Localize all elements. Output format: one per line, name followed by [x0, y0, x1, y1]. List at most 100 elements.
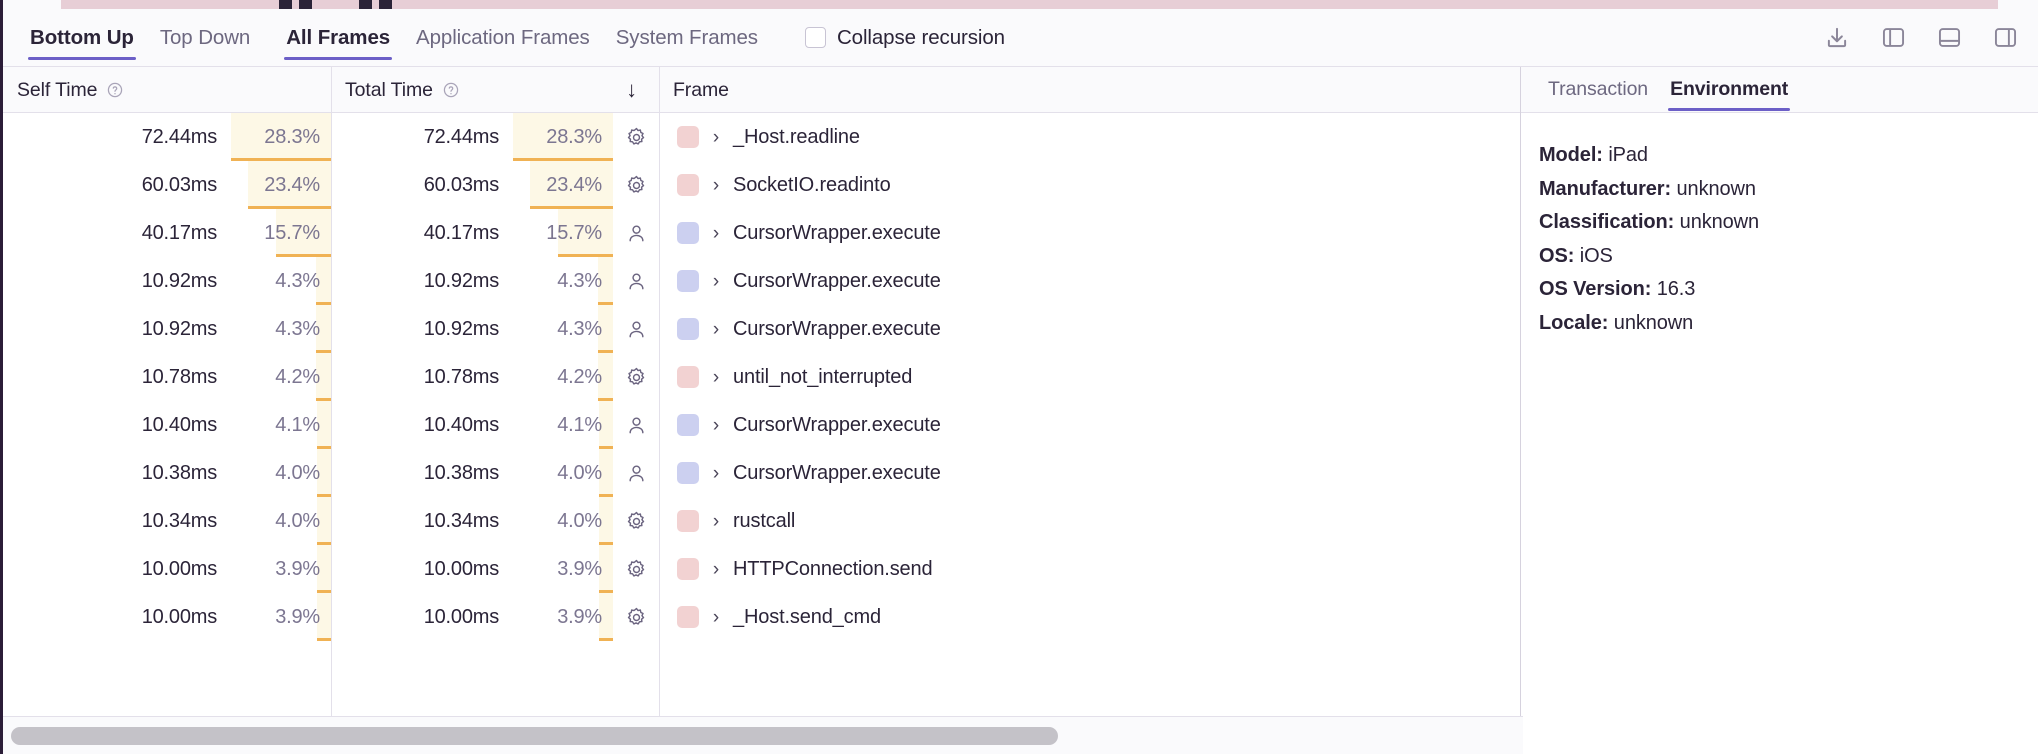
gear-icon[interactable]	[613, 113, 659, 161]
frame-cell[interactable]: ›CursorWrapper.execute	[659, 305, 1523, 353]
total-percent-bar-line	[598, 542, 613, 545]
download-icon[interactable]	[1822, 23, 1852, 53]
expand-chevron-icon[interactable]: ›	[712, 414, 720, 436]
total-time-percent-cell: 4.0%	[513, 497, 613, 545]
sort-descending-icon[interactable]: ↓	[626, 77, 637, 102]
expand-chevron-icon[interactable]: ›	[712, 462, 720, 484]
frame-cell[interactable]: ›HTTPConnection.send	[659, 545, 1523, 593]
top-clipped-strip	[3, 0, 2038, 9]
self-time-value: 10.00ms	[141, 605, 218, 628]
gear-icon[interactable]	[613, 593, 659, 641]
frame-cell[interactable]: ›CursorWrapper.execute	[659, 257, 1523, 305]
self-time-percent-cell: 23.4%	[231, 161, 331, 209]
horizontal-scrollbar[interactable]	[3, 716, 1523, 754]
gear-icon[interactable]	[613, 161, 659, 209]
person-icon[interactable]	[613, 305, 659, 353]
help-icon[interactable]	[106, 81, 124, 99]
column-header-total-time[interactable]: Total Time ↓	[345, 67, 659, 113]
frame-cell[interactable]: ›CursorWrapper.execute	[659, 449, 1523, 497]
gear-icon[interactable]	[613, 353, 659, 401]
person-icon[interactable]	[613, 449, 659, 497]
column-header-frame[interactable]: Frame	[673, 67, 1513, 113]
expand-chevron-icon[interactable]: ›	[712, 270, 720, 292]
frame-name: until_not_interrupted	[733, 365, 913, 388]
total-time-value: 72.44ms	[423, 125, 500, 148]
gear-icon[interactable]	[613, 497, 659, 545]
total-percent-bar-line	[513, 158, 613, 161]
environment-field-value: unknown	[1676, 177, 1756, 200]
help-icon[interactable]	[442, 81, 460, 99]
left-panel-icon[interactable]	[1878, 23, 1908, 53]
expand-chevron-icon[interactable]: ›	[712, 606, 720, 628]
person-icon[interactable]	[613, 209, 659, 257]
tab-system-frames[interactable]: System Frames	[603, 9, 771, 67]
horizontal-scrollbar-thumb[interactable]	[11, 726, 1058, 745]
expand-chevron-icon[interactable]: ›	[712, 222, 720, 244]
tab-application-frames-label: Application Frames	[416, 25, 590, 49]
environment-field-value: unknown	[1613, 311, 1694, 334]
expand-chevron-icon[interactable]: ›	[712, 126, 720, 148]
tab-bottom-up[interactable]: Bottom Up	[17, 9, 147, 67]
self-percent-bar-line	[275, 254, 331, 257]
profile-table: Self Time Total Time	[3, 67, 2038, 754]
right-panel-icon[interactable]	[1990, 23, 2020, 53]
bottom-panel-icon[interactable]	[1934, 23, 1964, 53]
person-icon[interactable]	[613, 257, 659, 305]
expand-chevron-icon[interactable]: ›	[712, 510, 720, 532]
view-tabs: Bottom Up Top Down All Frames Applicatio…	[3, 9, 1005, 67]
total-percent-bar	[513, 113, 613, 161]
self-time-percent-cell: 4.1%	[231, 401, 331, 449]
expand-chevron-icon[interactable]: ›	[712, 366, 720, 388]
self-percent-bar-line	[248, 206, 331, 209]
total-percent-bar	[599, 593, 613, 641]
frame-cell[interactable]: ›rustcall	[659, 497, 1523, 545]
expand-chevron-icon[interactable]: ›	[712, 558, 720, 580]
self-time-percent: 15.7%	[264, 221, 320, 244]
frame-cell[interactable]: ›_Host.send_cmd	[659, 593, 1523, 641]
frame-cell[interactable]: › until_not_interrupted	[659, 353, 1523, 401]
gear-icon[interactable]	[613, 545, 659, 593]
frame-color-swatch	[677, 270, 699, 292]
tab-top-down[interactable]: Top Down	[147, 9, 263, 67]
frame-color-swatch	[677, 174, 699, 196]
tab-all-frames[interactable]: All Frames	[273, 9, 403, 67]
tab-environment[interactable]: Environment	[1659, 67, 1799, 113]
frame-color-swatch	[677, 462, 699, 484]
collapse-recursion-toggle[interactable]: Collapse recursion	[804, 26, 1005, 50]
frame-cell[interactable]: › CursorWrapper.execute	[659, 401, 1523, 449]
total-time-percent: 3.9%	[557, 557, 602, 580]
frame-cell[interactable]: ›SocketIO.readinto	[659, 161, 1523, 209]
self-percent-bar	[316, 449, 331, 497]
frame-name: CursorWrapper.execute	[733, 413, 941, 436]
expand-chevron-icon[interactable]: ›	[712, 318, 720, 340]
frame-cell[interactable]: ›CursorWrapper.execute	[659, 209, 1523, 257]
expand-chevron-icon[interactable]: ›	[712, 174, 720, 196]
self-percent-bar-line	[316, 398, 331, 401]
column-divider[interactable]	[659, 67, 660, 113]
column-divider[interactable]	[331, 67, 332, 113]
self-time-percent-cell: 4.0%	[231, 497, 331, 545]
frame-cell[interactable]: ›_Host.readline	[659, 113, 1523, 161]
tab-application-frames[interactable]: Application Frames	[403, 9, 603, 67]
column-header-self-time[interactable]: Self Time	[17, 67, 331, 113]
collapse-recursion-checkbox[interactable]	[804, 27, 826, 48]
self-percent-bar-line	[316, 494, 331, 497]
tab-transaction[interactable]: Transaction	[1537, 67, 1659, 113]
person-icon[interactable]	[613, 401, 659, 449]
